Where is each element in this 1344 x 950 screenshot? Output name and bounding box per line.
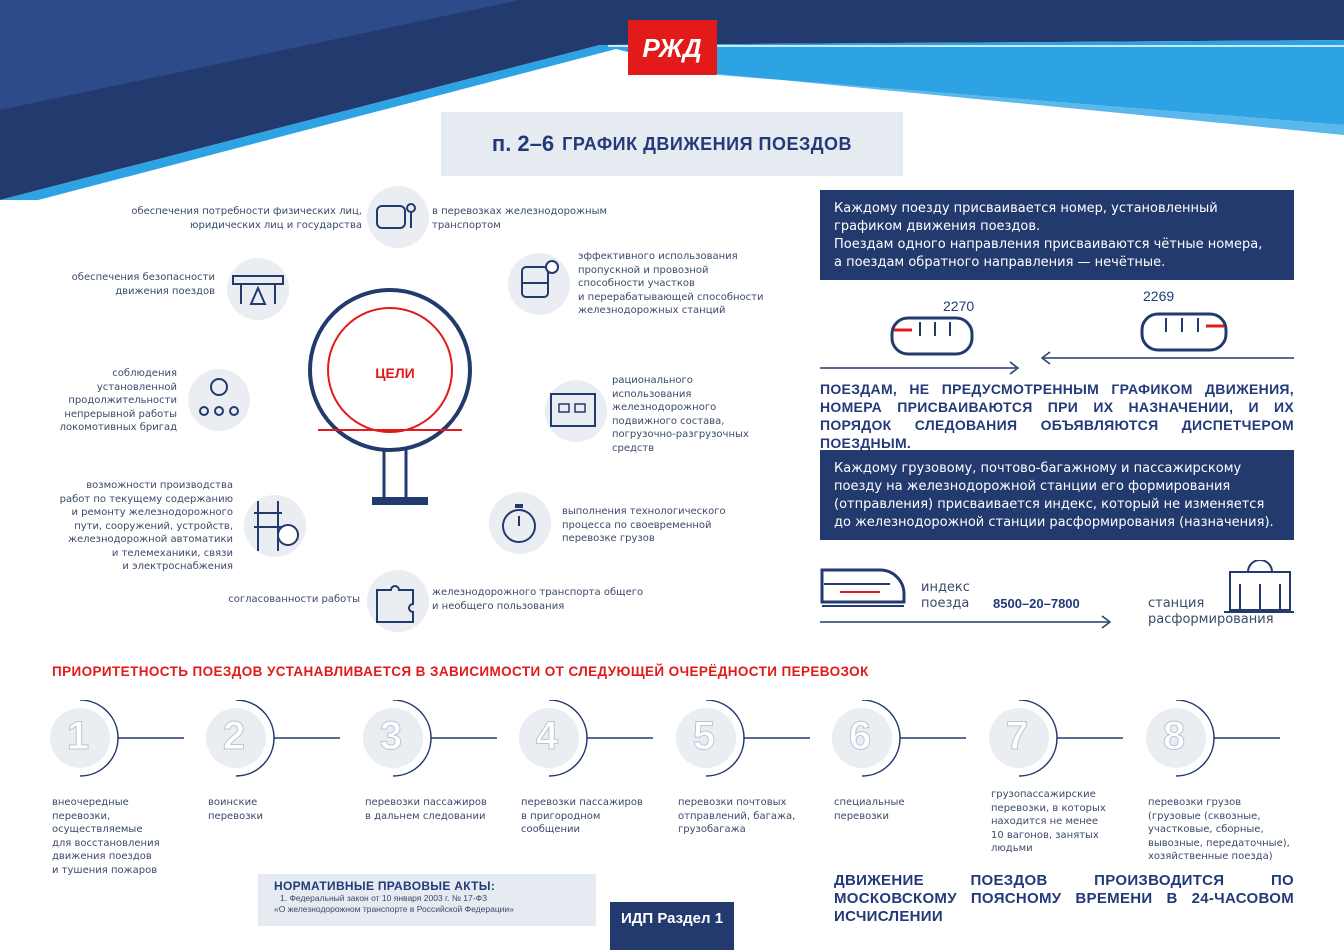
priority-step-7: 7 bbox=[987, 699, 1127, 790]
goal-icon-2 bbox=[508, 253, 570, 315]
wagon-cargo-icon bbox=[550, 393, 596, 427]
priority-step-text-7: грузопассажирские перевозки, в которых н… bbox=[991, 789, 1106, 854]
page-title: ГРАФИК ДВИЖЕНИЯ ПОЕЗДОВ bbox=[562, 133, 853, 154]
station-building-icon bbox=[1224, 560, 1294, 613]
priority-step-6: 6 bbox=[830, 699, 970, 790]
acts-title: НОРМАТИВНЫЕ ПРАВОВЫЕ АКТЫ: bbox=[274, 879, 496, 893]
goal-5-right: рационального использования железнодорож… bbox=[612, 375, 749, 454]
step-circle-6 bbox=[832, 699, 966, 777]
goals-label: ЦЕЛИ bbox=[375, 365, 415, 381]
moscow-time-text: ДВИЖЕНИЕ ПОЕЗДОВ ПРОИЗВОДИТСЯ ПО МОСКОВС… bbox=[834, 872, 1294, 925]
step-circle-5 bbox=[676, 699, 810, 777]
goal-7-right: выполнения технологического процесса по … bbox=[562, 506, 726, 544]
priority-step-1: 1 bbox=[48, 699, 188, 790]
goal-icon-5 bbox=[545, 380, 607, 442]
freight-train-icon bbox=[820, 568, 906, 607]
priority-step-text-2: воинские перевозки bbox=[208, 797, 264, 822]
goal-3-left: обеспечения безопасности движения поездо… bbox=[71, 272, 215, 297]
rail-wrench-icon bbox=[254, 501, 299, 551]
acts-box: НОРМАТИВНЫЕ ПРАВОВЫЕ АКТЫ: 1. Федеральны… bbox=[258, 874, 596, 926]
goals-sign bbox=[308, 288, 472, 505]
step-circle-2 bbox=[206, 699, 340, 777]
train-odd-number: 2269 bbox=[1143, 288, 1175, 304]
step-number: 3 bbox=[379, 714, 403, 759]
title-number: п. 2–6 bbox=[491, 131, 555, 156]
train-front-clock-icon bbox=[521, 260, 559, 298]
goal-4-left: соблюдения установленной продолжительнос… bbox=[59, 368, 177, 433]
goal-6-left: возможности производства работ по текуще… bbox=[59, 480, 233, 572]
step-circle-8 bbox=[1146, 699, 1280, 777]
rzd-logo-icon: РЖД bbox=[642, 33, 701, 63]
step-number: 8 bbox=[1162, 714, 1186, 759]
step-circle-1 bbox=[50, 699, 184, 777]
priority-step-8: 8 bbox=[1144, 699, 1284, 790]
step-number: 2 bbox=[222, 714, 246, 759]
goal-icon-4 bbox=[188, 369, 250, 431]
goal-8-left: согласованности работы bbox=[228, 594, 360, 605]
step-number: 5 bbox=[692, 714, 716, 759]
step-circle-7 bbox=[989, 699, 1123, 777]
trains-direction bbox=[820, 312, 1294, 375]
priority-step-5: 5 bbox=[674, 699, 814, 790]
section-badge: ИДП Раздел 1 bbox=[610, 902, 734, 950]
priority-step-3: 3 bbox=[361, 699, 501, 790]
index-value: 8500–20–7800 bbox=[993, 596, 1080, 611]
priority-step-text-8: перевозки грузов (грузовые (сквозные, уч… bbox=[1148, 797, 1290, 862]
step-circle-4 bbox=[519, 699, 653, 777]
priority-step-2: 2 bbox=[204, 699, 344, 790]
index-label: индекс поезда bbox=[921, 580, 970, 611]
acts-line-2: «О железнодорожном транспорте в Российск… bbox=[274, 904, 514, 914]
step-number: 6 bbox=[848, 714, 872, 759]
index-diagram bbox=[820, 560, 1294, 629]
goal-icon-7 bbox=[489, 492, 551, 554]
train-even-icon bbox=[890, 316, 974, 356]
step-number: 7 bbox=[1005, 714, 1029, 759]
priority-step-text-3: перевозки пассажиров в дальнем следовани… bbox=[365, 797, 487, 822]
index-box: Каждому грузовому, почтово-багажному и п… bbox=[820, 450, 1294, 540]
rzd-logo: РЖД bbox=[628, 20, 717, 75]
priority-step-text-1: внеочередные перевозки, осуществляемые д… bbox=[52, 797, 160, 876]
header-stripes bbox=[0, 0, 1344, 200]
goal-1-right: в перевозках железнодорожным транспортом bbox=[432, 206, 608, 231]
priority-step-text-5: перевозки почтовых отправлений, багажа, … bbox=[678, 797, 796, 835]
priority-title: ПРИОРИТЕТНОСТЬ ПОЕЗДОВ УСТАНАВЛИВАЕТСЯ В… bbox=[52, 664, 869, 679]
goal-icon-3 bbox=[227, 258, 289, 320]
train-even-number: 2270 bbox=[943, 298, 975, 314]
title-box: п. 2–6 ГРАФИК ДВИЖЕНИЯ ПОЕЗДОВ bbox=[441, 112, 903, 176]
goal-2-right: эффективного использования пропускной и … bbox=[578, 251, 764, 316]
step-number: 1 bbox=[66, 714, 90, 759]
goal-8-right: железнодорожного транспорта общего и нео… bbox=[432, 587, 644, 612]
barrier-icon bbox=[232, 275, 284, 305]
train-person-icon bbox=[376, 203, 416, 229]
unscheduled-text: ПОЕЗДАМ, НЕ ПРЕДУСМОТРЕННЫМ ГРАФИКОМ ДВИ… bbox=[820, 381, 1294, 451]
priority-step-text-6: специальные перевозки bbox=[834, 797, 905, 822]
train-odd-icon bbox=[1140, 312, 1228, 352]
goal-icon-8 bbox=[367, 570, 429, 632]
priority-step-text-4: перевозки пассажиров в пригородном сообщ… bbox=[521, 797, 643, 835]
stopwatch-icon bbox=[502, 504, 536, 543]
logo-text: РЖД bbox=[642, 33, 701, 63]
puzzle-icon bbox=[376, 585, 414, 623]
goal-1-left: обеспечения потребности физических лиц, … bbox=[131, 206, 362, 231]
step-circle-3 bbox=[363, 699, 497, 777]
numbering-box: Каждому поезду присваивается номер, уста… bbox=[820, 190, 1294, 280]
step-number: 4 bbox=[535, 714, 559, 759]
goal-icon-6 bbox=[244, 495, 306, 557]
station-label: станция расформирования bbox=[1148, 596, 1274, 627]
priority-step-4: 4 bbox=[517, 699, 657, 790]
goal-icon-1 bbox=[367, 186, 429, 248]
acts-line-1: 1. Федеральный закон от 10 января 2003 г… bbox=[280, 893, 488, 903]
team-clock-icon bbox=[199, 378, 239, 416]
